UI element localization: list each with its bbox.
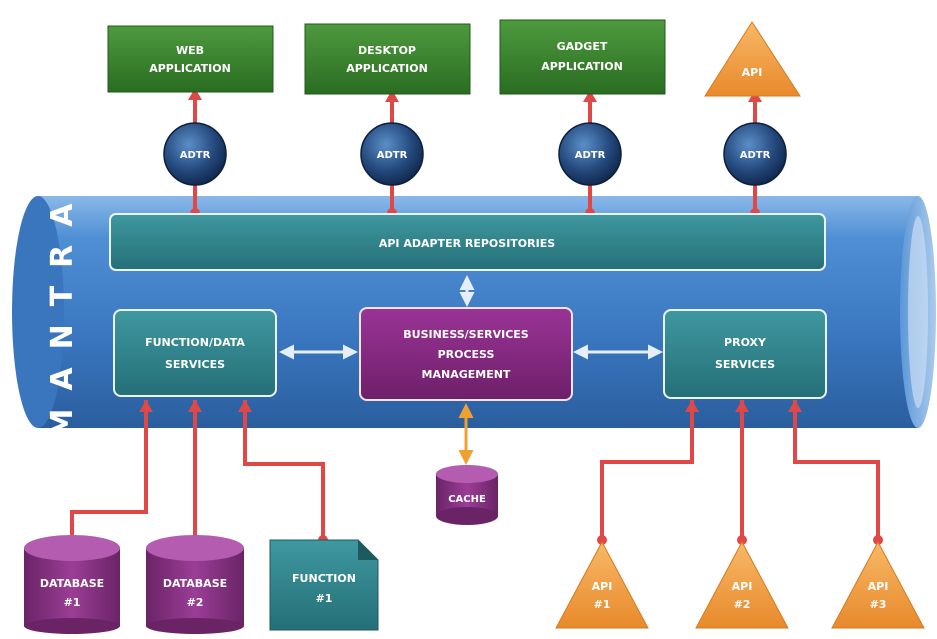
bottom-right-dots bbox=[597, 400, 883, 545]
top-api-label: API bbox=[742, 66, 763, 79]
function-services-line1: FUNCTION/DATA bbox=[145, 336, 245, 349]
database-1: DATABASE #1 bbox=[24, 535, 120, 634]
inner-arrows bbox=[279, 275, 663, 360]
gadget-app-line1: GADGET bbox=[557, 40, 608, 53]
database-2-line2: #2 bbox=[187, 596, 204, 609]
api-1-line2: #1 bbox=[594, 598, 611, 611]
business-process-management-box: BUSINESS/SERVICES PROCESS MANAGEMENT bbox=[359, 307, 573, 401]
bottom-left-connectors bbox=[70, 400, 325, 540]
adapter-1: ADTR bbox=[163, 122, 227, 186]
function-data-services-box: FUNCTION/DATA SERVICES bbox=[113, 309, 277, 397]
adapter-1-label: ADTR bbox=[180, 150, 211, 161]
api-3-line2: #3 bbox=[870, 598, 887, 611]
bottom-right-connectors bbox=[600, 400, 880, 540]
proxy-services-box: PROXY SERVICES bbox=[663, 309, 827, 399]
api-3-triangle: API #3 bbox=[831, 540, 925, 629]
api-2-line1: API bbox=[732, 580, 753, 593]
api-1-line1: API bbox=[592, 580, 613, 593]
database-2-line1: DATABASE bbox=[163, 577, 227, 590]
adapter-3-label: ADTR bbox=[575, 150, 606, 161]
business-line2: PROCESS bbox=[438, 348, 495, 361]
desktop-app-line2: APPLICATION bbox=[346, 62, 428, 75]
desktop-app-line1: DESKTOP bbox=[358, 44, 416, 57]
function-services-line2: SERVICES bbox=[165, 358, 225, 371]
cache-label: CACHE bbox=[448, 494, 486, 505]
api-adapter-repositories: API ADAPTER REPOSITORIES bbox=[109, 213, 826, 271]
business-line3: MANAGEMENT bbox=[422, 368, 511, 381]
function-document: FUNCTION #1 bbox=[269, 539, 379, 631]
adapter-2-label: ADTR bbox=[377, 150, 408, 161]
function-doc-line1: FUNCTION bbox=[292, 572, 356, 585]
adapter-2: ADTR bbox=[360, 122, 424, 186]
gadget-app-line2: APPLICATION bbox=[541, 60, 623, 73]
top-api-triangle: API bbox=[704, 21, 801, 97]
web-app-line1: WEB bbox=[176, 44, 204, 57]
cache-cylinder: CACHE bbox=[436, 465, 498, 525]
adapter-3: ADTR bbox=[558, 122, 622, 186]
database-1-line1: DATABASE bbox=[40, 577, 104, 590]
function-doc-line2: #1 bbox=[316, 592, 333, 605]
gadget-application-box: GADGET APPLICATION bbox=[499, 19, 666, 95]
api-2-triangle: API #2 bbox=[695, 540, 789, 629]
repositories-label: API ADAPTER REPOSITORIES bbox=[379, 237, 555, 250]
proxy-line1: PROXY bbox=[724, 336, 767, 349]
database-1-line2: #1 bbox=[64, 596, 81, 609]
adapter-4: ADTR bbox=[723, 122, 787, 186]
proxy-line2: SERVICES bbox=[715, 358, 775, 371]
mantra-label: MANTRA bbox=[45, 186, 80, 439]
web-application-box: WEB APPLICATION bbox=[107, 25, 274, 93]
database-2: DATABASE #2 bbox=[146, 535, 244, 634]
desktop-application-box: DESKTOP APPLICATION bbox=[304, 23, 471, 95]
api-3-line1: API bbox=[868, 580, 889, 593]
adapter-4-label: ADTR bbox=[740, 150, 771, 161]
business-line1: BUSINESS/SERVICES bbox=[403, 328, 529, 341]
api-1-triangle: API #1 bbox=[555, 540, 649, 629]
web-app-line2: APPLICATION bbox=[149, 62, 231, 75]
api-2-line2: #2 bbox=[734, 598, 751, 611]
